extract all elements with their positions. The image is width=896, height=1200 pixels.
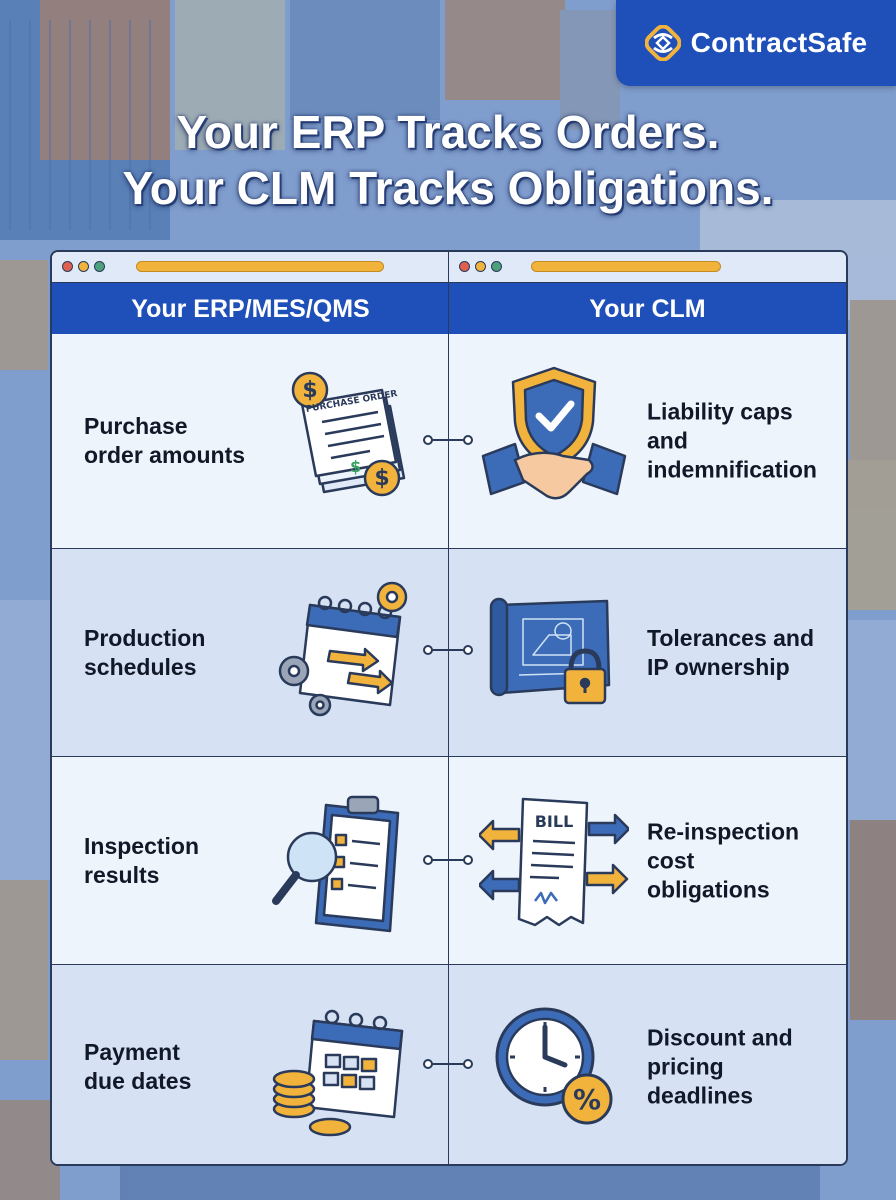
- production-calendar-gears-icon: [278, 581, 408, 717]
- bill-arrows-icon: BILL: [479, 797, 629, 927]
- brand-badge: ContractSafe: [616, 0, 896, 86]
- window-chrome: [449, 252, 846, 283]
- address-bar: [136, 261, 384, 272]
- purchase-order-icon: $ $ PURCHASE ORDER $: [291, 371, 406, 497]
- window-close-dot: [62, 261, 73, 272]
- shield-handshake-icon: [481, 366, 627, 500]
- window-minimize-dot: [475, 261, 486, 272]
- svg-text:$: $: [302, 378, 317, 403]
- window-close-dot: [459, 261, 470, 272]
- row-connector: [423, 645, 473, 655]
- address-bar: [531, 261, 721, 272]
- column-header-clm: Your CLM: [449, 283, 846, 336]
- column-header-erp: Your ERP/MES/QMS: [52, 283, 449, 336]
- row-connector: [423, 435, 473, 445]
- clipboard-magnifier-icon: [272, 795, 400, 933]
- window-maximize-dot: [94, 261, 105, 272]
- window-maximize-dot: [491, 261, 502, 272]
- brand-name: ContractSafe: [690, 27, 868, 58]
- svg-text:$: $: [350, 457, 361, 476]
- page-title: Your ERP Tracks Orders. Your CLM Tracks …: [0, 104, 896, 216]
- contractsafe-logo-icon: [644, 25, 681, 61]
- blueprint-lock-icon: [489, 597, 611, 705]
- svg-text:BILL: BILL: [535, 812, 574, 831]
- title-line-2: Your CLM Tracks Obligations.: [122, 162, 774, 214]
- svg-text:%: %: [573, 1083, 601, 1116]
- row-connector: [423, 855, 473, 865]
- row-connector: [423, 1059, 473, 1069]
- window-minimize-dot: [78, 261, 89, 272]
- title-line-1: Your ERP Tracks Orders.: [176, 106, 720, 158]
- svg-text:$: $: [374, 466, 389, 491]
- calendar-coins-icon: [272, 1009, 404, 1137]
- window-chrome: [52, 252, 449, 283]
- clock-percent-icon: %: [495, 1007, 613, 1125]
